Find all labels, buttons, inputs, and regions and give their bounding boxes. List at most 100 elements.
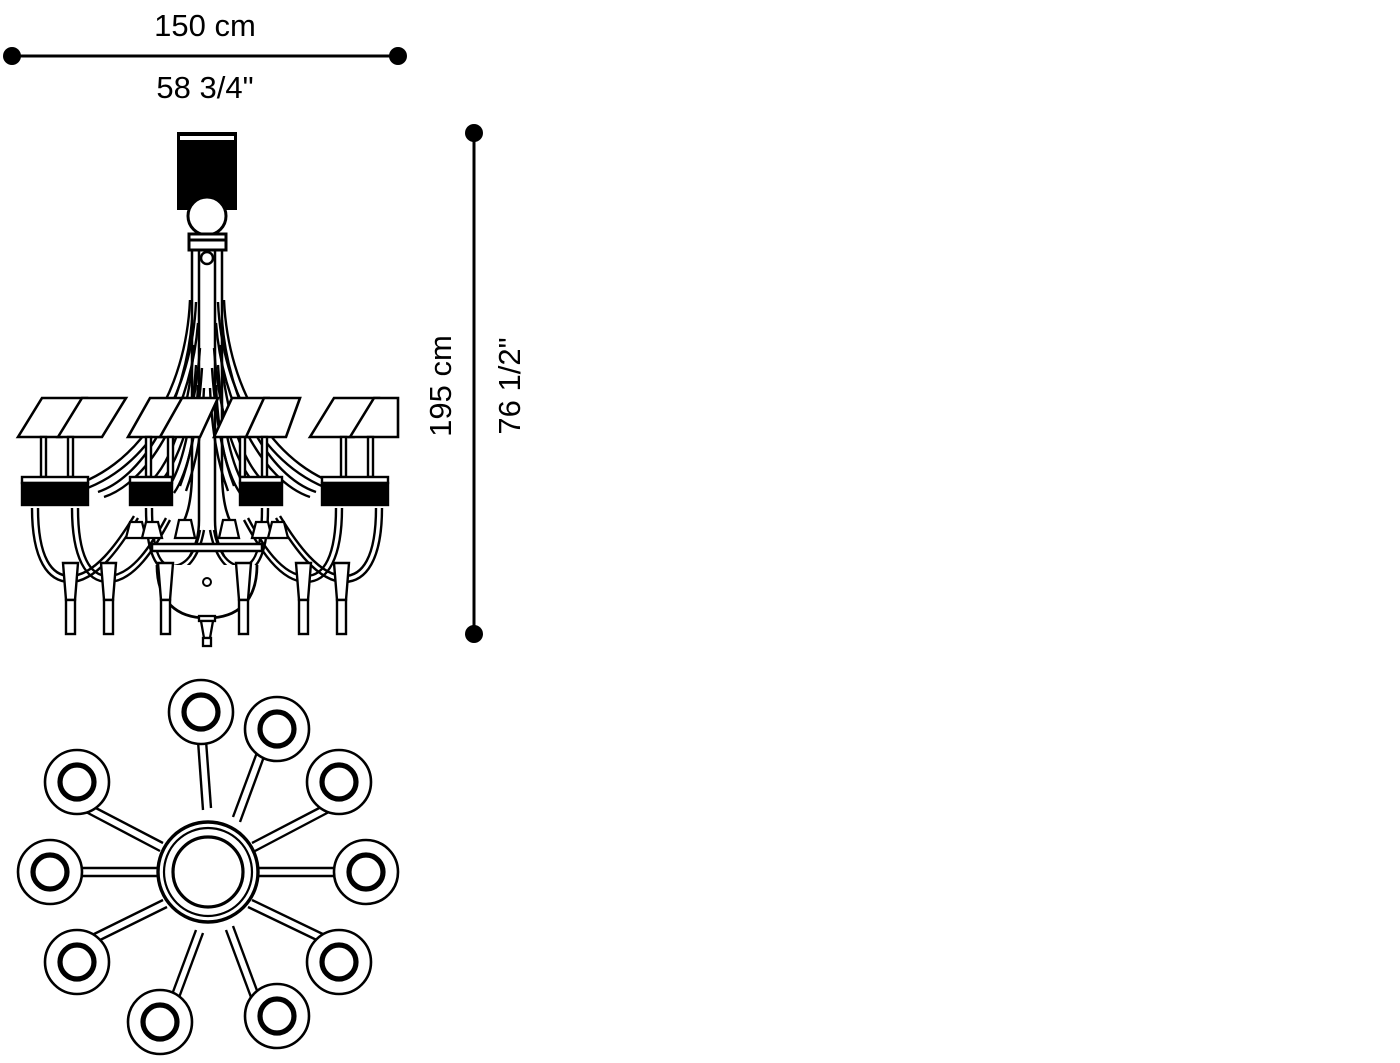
- drop-1-shaft: [64, 598, 77, 636]
- bobeche-body-1: [20, 481, 90, 507]
- drop-1-taper: [61, 561, 80, 602]
- plan-lamp-ring-3: [305, 748, 373, 816]
- collar-bead: [199, 250, 215, 266]
- plan-arm-5: [247, 898, 330, 946]
- drop-3-shaft: [159, 598, 172, 636]
- plan-lamp-ring-7: [126, 988, 194, 1056]
- candle-cup-row: [124, 518, 290, 540]
- drop-6-shaft: [335, 598, 348, 636]
- plan-hub-ring-inner: [171, 835, 245, 909]
- lamp-socket-stem-3b: [260, 435, 269, 479]
- lamp-shade-2b: [157, 396, 221, 439]
- loop-right-outer-2: [278, 507, 378, 578]
- pendant-drop-4: [234, 561, 253, 636]
- stem-collar: [187, 232, 228, 266]
- lamp-socket-stem-3a: [238, 435, 247, 479]
- plan-arm-3-edge-a: [251, 803, 326, 845]
- plan-lamp-ring-5-inner: [319, 942, 359, 982]
- plan-arm-8-edge-b: [87, 898, 164, 939]
- plan-arm-8: [87, 898, 168, 946]
- plan-lamp-ring-10: [43, 748, 111, 816]
- height-dimension-endpoint-top: [465, 124, 483, 142]
- candle-cup-4: [217, 518, 241, 540]
- plan-lamp-ring-4-inner: [346, 852, 386, 892]
- width-dimension-endpoint-right: [389, 47, 407, 65]
- chandelier-plan-view: [16, 678, 400, 1056]
- pendant-drop-2: [99, 561, 118, 636]
- finial-tip: [201, 636, 213, 648]
- plan-lamp-ring-1-inner: [181, 692, 221, 732]
- bobeche-body-4: [320, 481, 390, 507]
- plan-lamp-ring-1: [167, 678, 235, 746]
- drop-2-taper: [99, 561, 118, 602]
- lamp-socket-stem-2a: [144, 435, 153, 479]
- plan-arm-8-edge-a: [91, 905, 168, 946]
- width-dimension-endpoint-left: [3, 47, 21, 65]
- pendant-drop-6: [332, 561, 351, 636]
- bobeche-body-3: [238, 481, 284, 507]
- pendant-drop-5: [294, 561, 313, 636]
- plan-arm-10-edge-a: [89, 803, 164, 845]
- pendant-drop-1: [61, 561, 80, 636]
- plan-arm-5-edge-b: [247, 905, 326, 946]
- plan-lamp-ring-5: [305, 928, 373, 996]
- lamp-socket-stem-1a: [39, 435, 48, 479]
- width-dimension-imperial-label: 58 3/4": [156, 70, 254, 105]
- plan-lamp-ring-2-inner: [257, 709, 297, 749]
- width-dimension-line: [3, 47, 407, 65]
- plan-lamp-ring-8: [43, 928, 111, 996]
- lamp-shade-3b: [243, 396, 302, 439]
- plan-arm-10-edge-b: [85, 810, 161, 853]
- candle-cup-1: [124, 520, 148, 540]
- plan-lamp-ring-9-inner: [30, 852, 70, 892]
- plan-lamp-ring-7-inner: [140, 1002, 180, 1042]
- plan-lamp-ring-3-inner: [319, 762, 359, 802]
- lamp-assembly-4: [307, 396, 400, 507]
- height-dimension-line: [465, 124, 483, 643]
- drop-4-taper: [234, 561, 253, 602]
- drop-4-shaft: [237, 598, 250, 636]
- plan-arm-10: [85, 803, 164, 853]
- plan-arm-9: [68, 866, 161, 878]
- height-dimension-imperial-label: 76 1/2": [492, 337, 527, 435]
- lamp-socket-stem-2b: [166, 435, 175, 479]
- plan-lamp-ring-6: [243, 982, 311, 1050]
- plan-arm-3: [251, 803, 330, 853]
- lamp-assembly-1: [15, 396, 129, 507]
- lower-cross-bar: [150, 542, 264, 553]
- plan-lamp-ring-2: [243, 695, 311, 763]
- plan-hub: [156, 820, 260, 924]
- finial-taper: [199, 619, 215, 640]
- plan-arm-6-edge-b: [224, 929, 257, 1009]
- lamp-shade-4b: [347, 396, 400, 439]
- candle-cup-5: [250, 520, 274, 540]
- lamp-socket-stem-4b: [366, 435, 375, 479]
- width-dimension-metric-label: 150 cm: [154, 8, 256, 43]
- plan-lamp-ring-8-inner: [57, 942, 97, 982]
- bottom-finial: [197, 614, 217, 648]
- plan-lamp-ring-4: [332, 838, 400, 906]
- drop-5-shaft: [297, 598, 310, 636]
- lamp-assembly-3: [211, 396, 302, 507]
- cross-bar: [150, 542, 264, 553]
- lamp-assembly-2: [125, 396, 221, 507]
- drop-6-taper: [332, 561, 351, 602]
- pendant-drop-row: [61, 561, 351, 636]
- drop-3-taper: [156, 561, 175, 602]
- lamp-socket-stem-4a: [339, 435, 348, 479]
- plan-arm-4: [254, 866, 348, 878]
- candle-cup-3: [173, 518, 197, 540]
- lamp-shade-1b: [55, 396, 129, 439]
- plan-lamp-ring-10-inner: [57, 762, 97, 802]
- height-dimension-metric-label: 195 cm: [423, 335, 458, 437]
- drop-5-taper: [294, 561, 313, 602]
- stem-sphere: [186, 195, 228, 237]
- plan-lamp-ring-6-inner: [257, 996, 297, 1036]
- plan-arm-5-edge-a: [251, 898, 330, 939]
- candle-cup-6: [266, 520, 290, 540]
- bobeche-body-2: [128, 481, 174, 507]
- chandelier-elevation-view: [15, 132, 400, 648]
- canopy-top-highlight: [180, 136, 234, 140]
- drop-2-shaft: [102, 598, 115, 636]
